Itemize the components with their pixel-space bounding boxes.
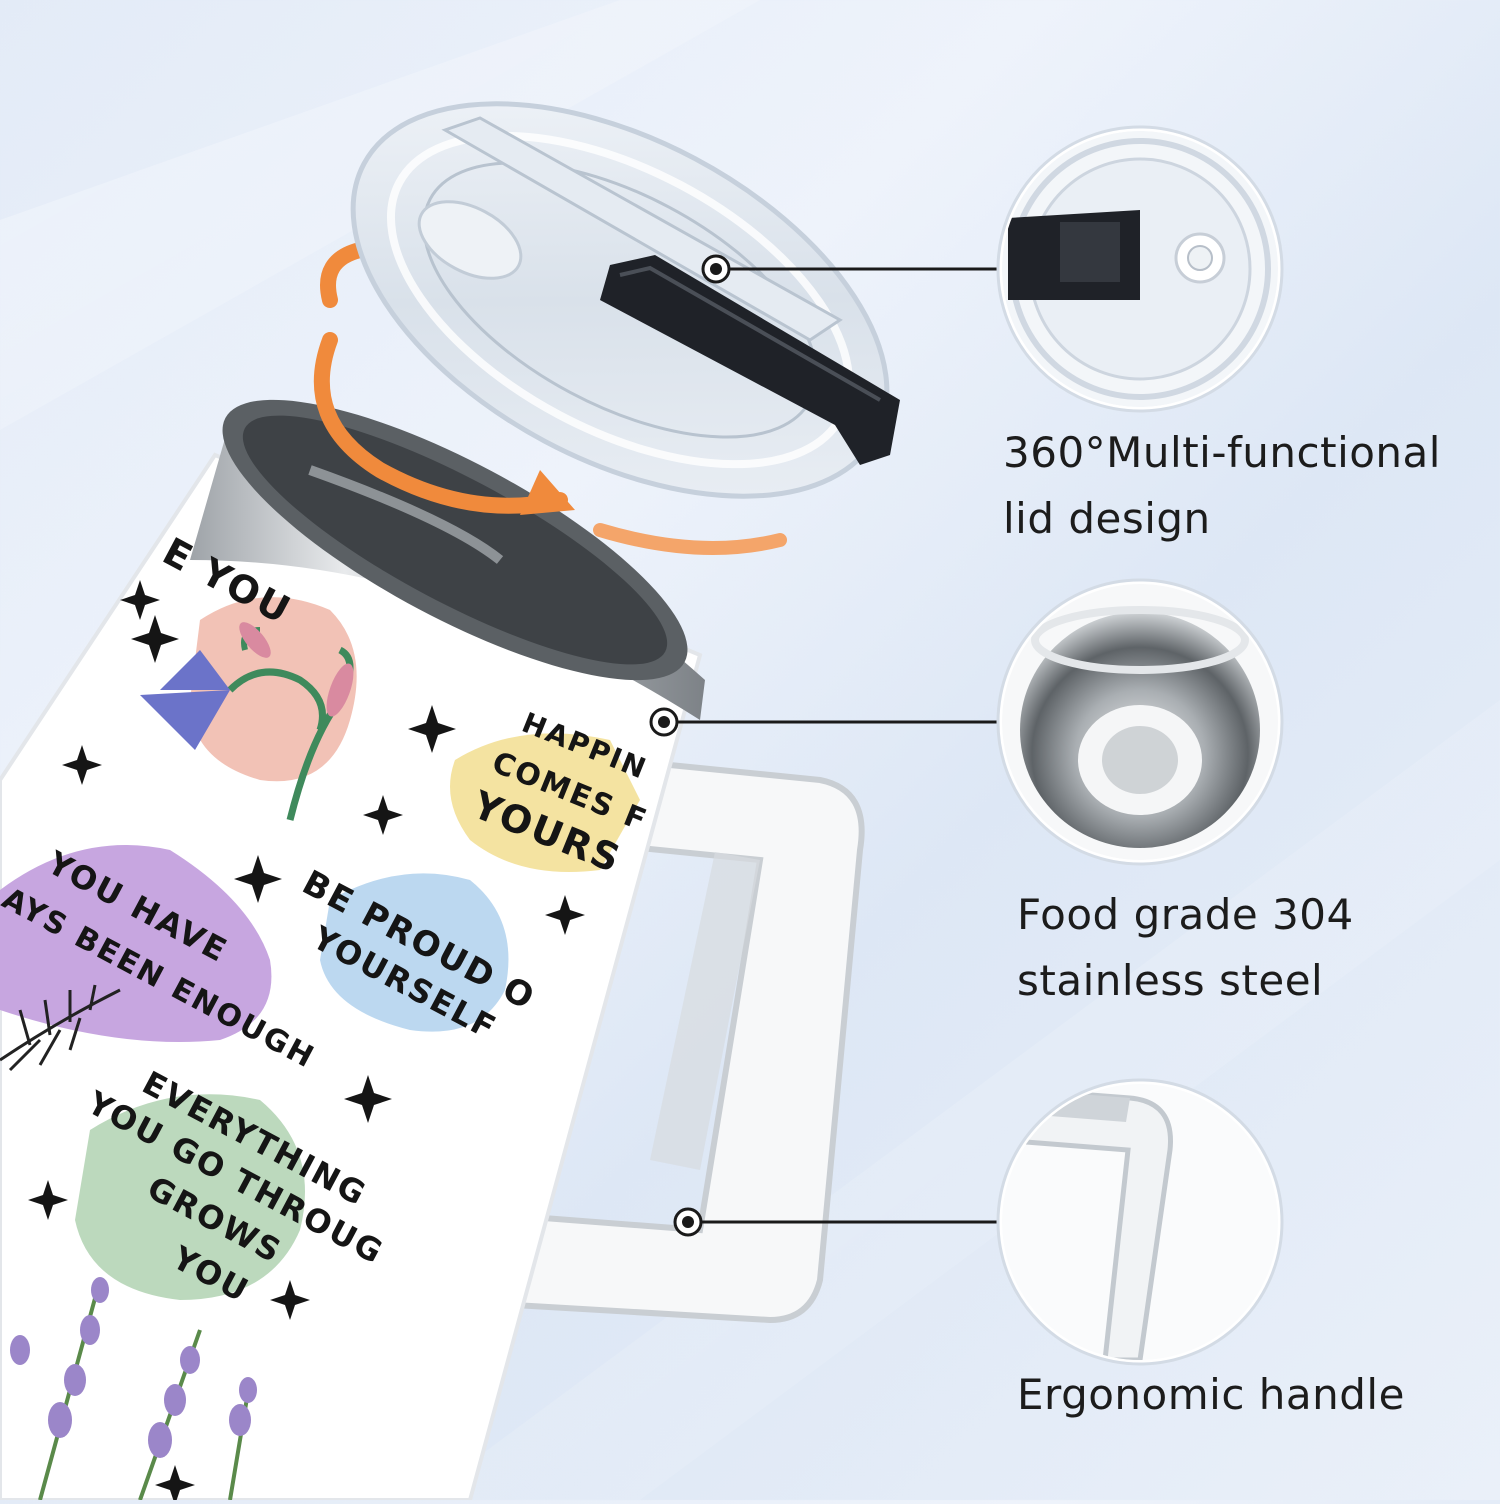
lid-vent <box>417 200 523 280</box>
feature-label-lid: 360°Multi-functional lid design <box>1003 428 1441 543</box>
lid-slider-track <box>441 116 843 342</box>
floating-lid <box>313 101 900 555</box>
print-sparkles <box>28 580 585 1504</box>
print-lavender <box>10 1277 257 1501</box>
lid-latch <box>600 255 900 465</box>
print-blob-blue <box>320 873 509 1032</box>
steel-interior-icon <box>996 578 1284 866</box>
tumbler: E YOU HAPPIN COMES F YOURS YOU HAVE AYS … <box>0 399 865 1504</box>
print-fern <box>0 984 121 1072</box>
print-blob-pink <box>190 597 357 782</box>
rotation-arrowhead <box>520 470 575 515</box>
print-blob-green <box>75 1094 305 1300</box>
print-blob-purple <box>0 845 272 1042</box>
print-flower <box>140 622 354 821</box>
lid-icon <box>996 125 1284 413</box>
rotation-arrow <box>313 242 568 514</box>
handle-icon <box>996 1078 1284 1366</box>
feature-label-handle: Ergonomic handle <box>1017 1370 1405 1419</box>
feature-label-steel: Food grade 304 stainless steel <box>1017 890 1354 1005</box>
callouts <box>649 254 1000 1237</box>
tumbler-handle <box>426 756 865 1324</box>
print-blob-yellow <box>450 733 640 872</box>
rotation-arrow-tail <box>593 523 787 555</box>
